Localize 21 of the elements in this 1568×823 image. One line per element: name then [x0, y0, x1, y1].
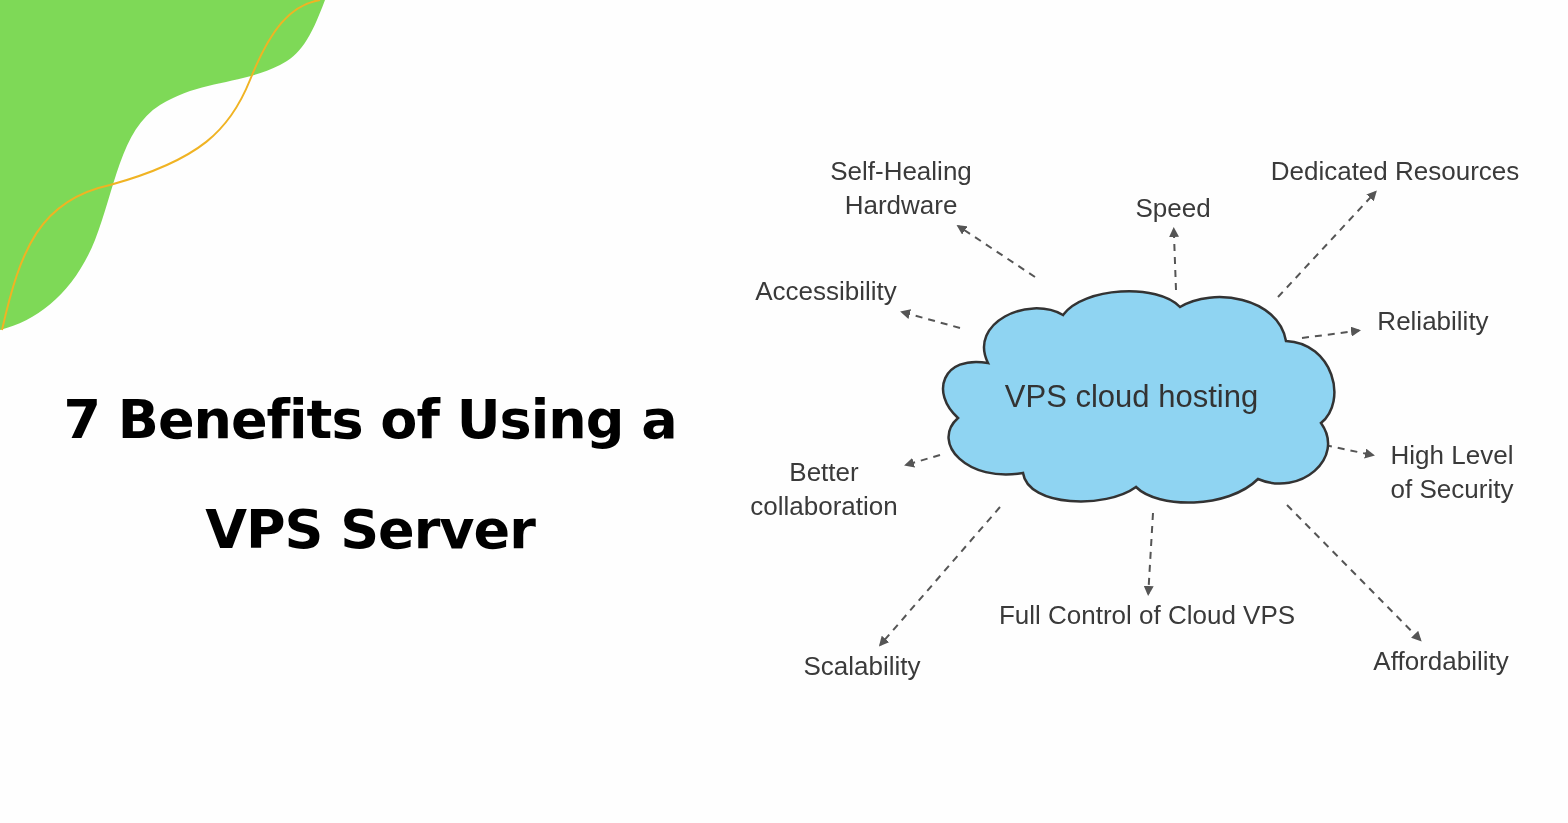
dashed-arrow [904, 454, 941, 468]
benefit-label: High Level of Security [1377, 438, 1527, 506]
benefit-label: Reliability [1363, 304, 1503, 338]
benefit-label: Speed [1128, 191, 1218, 225]
dashed-arrow [878, 506, 1001, 647]
benefit-label: Full Control of Cloud VPS [982, 598, 1312, 632]
dashed-arrow [1277, 190, 1377, 298]
dashed-arrow [900, 309, 961, 329]
benefit-label: Dedicated Resources [1250, 154, 1540, 188]
dashed-arrow [1143, 512, 1154, 596]
title: 7 Benefits of Using a VPS Server [62, 387, 678, 563]
benefit-label: Better collaboration [746, 455, 902, 523]
dashed-arrow [1286, 504, 1422, 642]
benefit-label: Accessibility [741, 274, 911, 308]
benefit-label: Self-Healing Hardware [816, 154, 986, 222]
dashed-arrow [1169, 227, 1180, 291]
dashed-arrow [956, 224, 1036, 278]
node-text: VPS cloud hosting [1004, 378, 1259, 415]
benefit-label: Affordability [1356, 644, 1526, 678]
benefit-label: Scalability [787, 649, 937, 683]
dashed-arrow [1301, 326, 1361, 339]
